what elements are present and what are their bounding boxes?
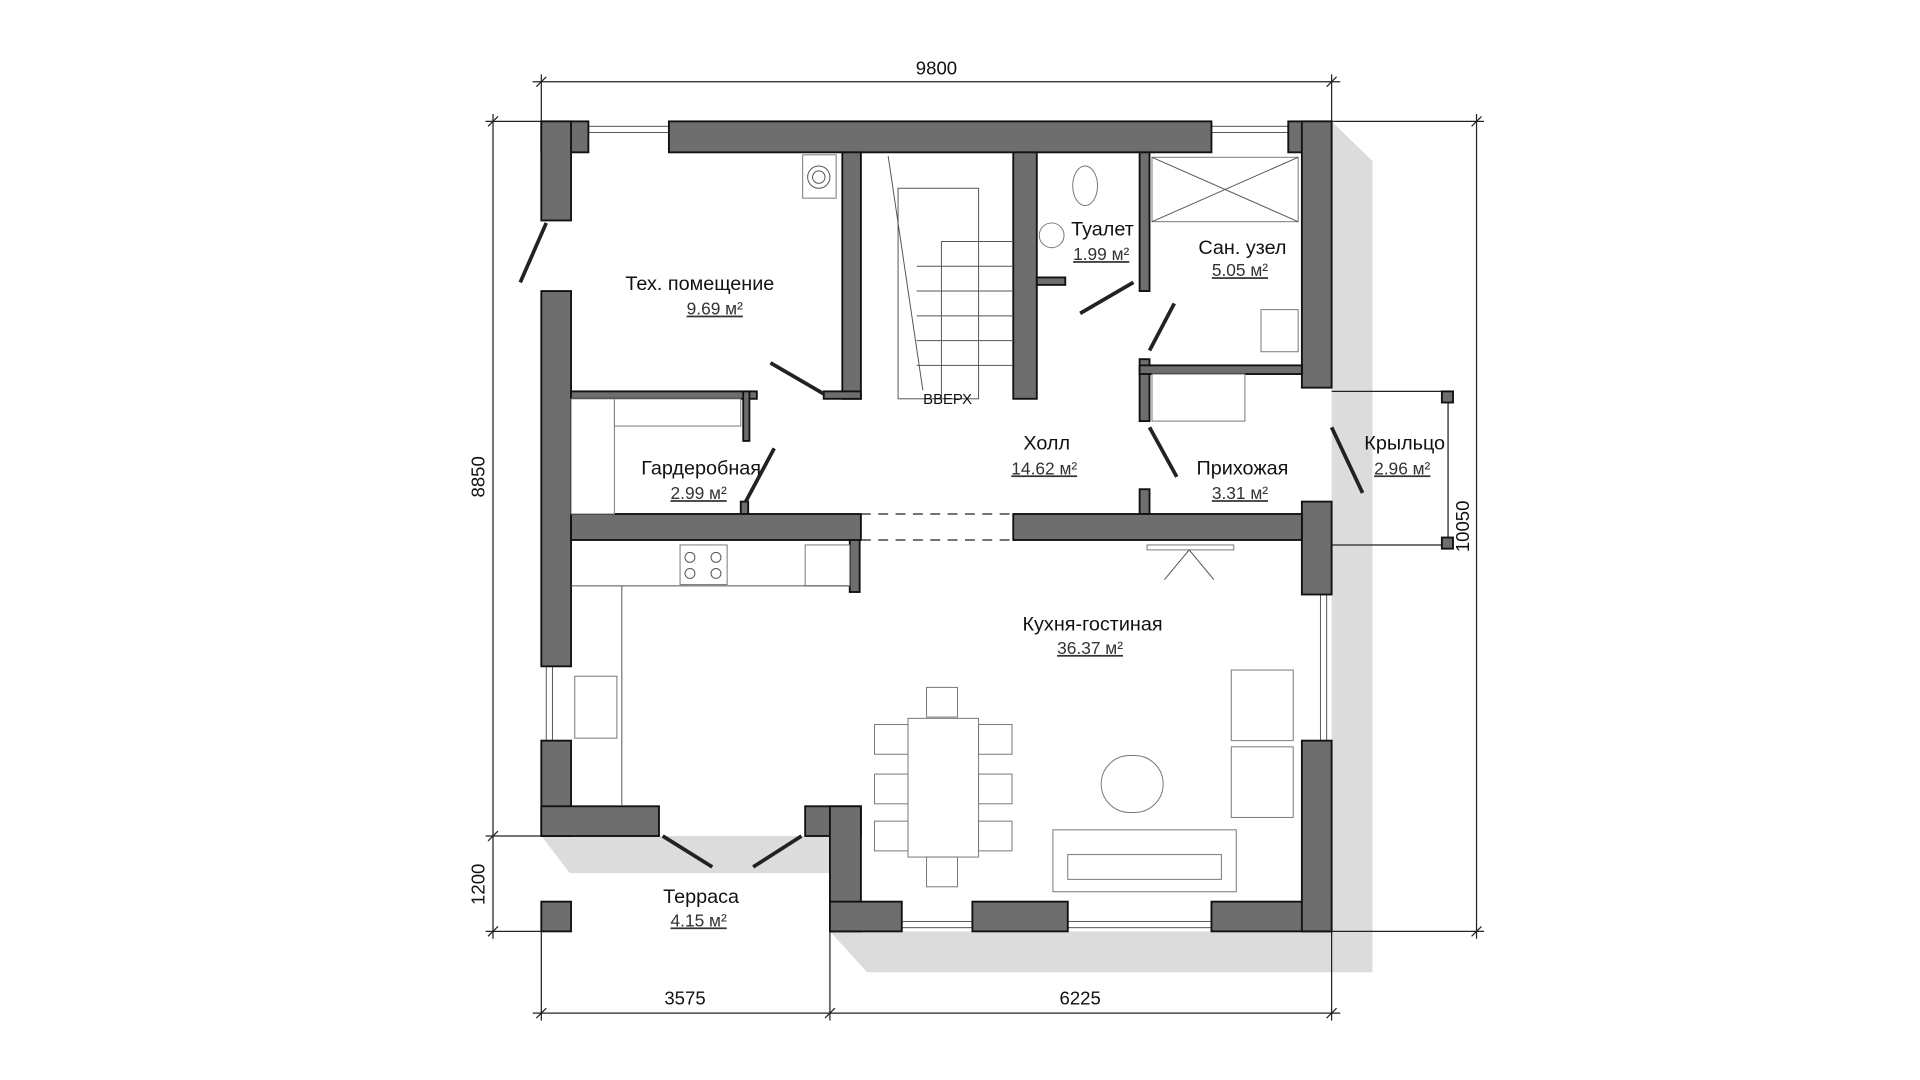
armchair <box>1230 746 1294 818</box>
furniture <box>570 154 1299 893</box>
room-name-entry: Прихожая <box>1197 457 1289 479</box>
dimension-lines <box>485 74 1484 1021</box>
tv-stand <box>1146 544 1235 551</box>
dim-left-height: 8850 <box>467 456 488 497</box>
dim-bottom-left: 3575 <box>664 987 705 1008</box>
boiler-icon <box>802 154 837 199</box>
room-name-toilet: Туалет <box>1071 218 1134 240</box>
room-name-hall: Холл <box>1023 433 1070 455</box>
stairs-up-label: ВВЕРХ <box>923 392 972 408</box>
room-name-terrace: Терраса <box>663 886 740 908</box>
kitchen-sink-icon <box>574 675 618 739</box>
room-area-hall: 14.62 м² <box>1011 458 1077 478</box>
room-name-wardrobe: Гардеробная <box>641 457 761 479</box>
room-labels: Тех. помещение 9.69 м² Туалет 1.99 м² Са… <box>625 218 1445 930</box>
coffee-table <box>1100 755 1164 813</box>
armchair <box>1230 669 1294 742</box>
shadow-bottom <box>829 931 1373 973</box>
shadow-terrace <box>541 836 830 874</box>
staircase[interactable] <box>887 155 1014 400</box>
toilet-icon <box>1072 165 1098 207</box>
dim-left-terrace: 1200 <box>467 864 488 905</box>
room-area-terrace: 4.15 м² <box>671 910 727 930</box>
room-area-bath: 5.05 м² <box>1212 260 1268 280</box>
room-name-bath: Сан. узел <box>1198 237 1286 259</box>
room-area-toilet: 1.99 м² <box>1073 244 1129 264</box>
room-name-kitchen: Кухня-гостиная <box>1023 613 1163 635</box>
room-area-tech: 9.69 м² <box>687 299 743 319</box>
walls <box>540 120 1333 933</box>
sink-icon <box>1260 309 1299 353</box>
room-area-wardrobe: 2.99 м² <box>671 483 727 503</box>
wardrobe-shelf <box>570 398 615 515</box>
dim-right-height: 10050 <box>1452 501 1473 553</box>
room-area-porch: 2.96 м² <box>1374 458 1430 478</box>
room-area-entry: 3.31 м² <box>1212 483 1268 503</box>
dim-bottom-right: 6225 <box>1060 987 1101 1008</box>
porch <box>1331 390 1454 550</box>
room-name-tech: Тех. помещение <box>625 273 774 295</box>
dim-top-width: 9800 <box>916 57 957 78</box>
stove-icon <box>679 544 728 586</box>
shadows <box>541 121 1373 973</box>
room-name-porch: Крыльцо <box>1364 433 1445 455</box>
dining-table <box>907 717 980 858</box>
doors <box>518 222 1365 869</box>
room-area-kitchen: 36.37 м² <box>1057 638 1123 658</box>
shadow-right <box>1331 121 1373 973</box>
